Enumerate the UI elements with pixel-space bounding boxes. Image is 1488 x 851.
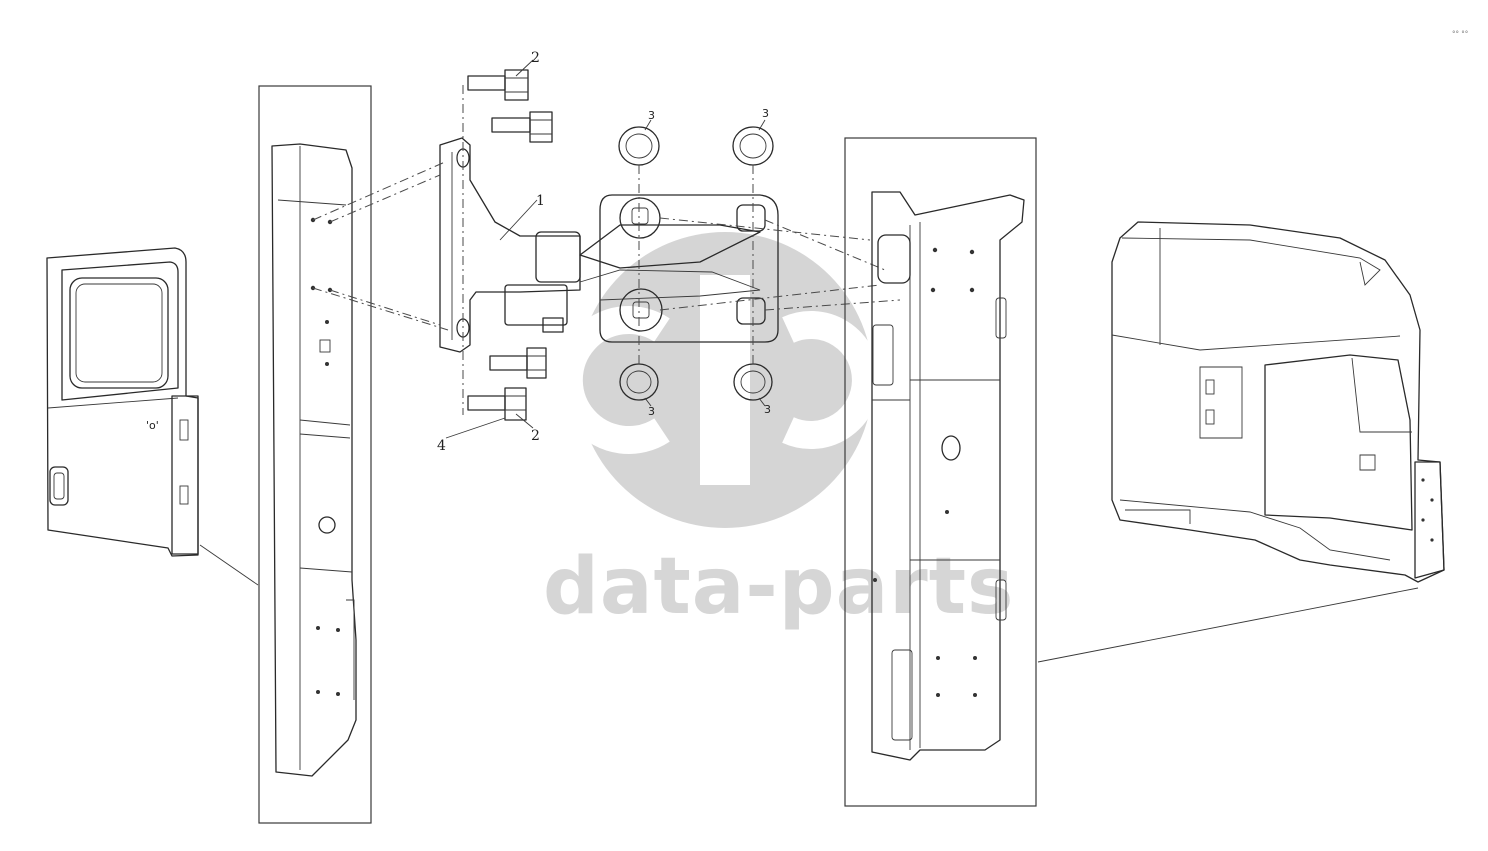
watermark-text: data-parts — [543, 542, 1014, 632]
washer-top-left — [618, 126, 660, 166]
washer-top-right — [732, 126, 774, 166]
corner-mark: °° °° — [1452, 30, 1468, 38]
callout-part-3-bottom-left: 3 — [648, 405, 655, 418]
bolt-top-1 — [467, 69, 529, 101]
cab-hinge-plate — [579, 194, 779, 343]
hinge-bolts — [467, 69, 553, 421]
cab-door-drawing: 'o' — [46, 247, 199, 557]
truck-cab-drawing — [1111, 221, 1445, 583]
callout-part-3-top-left: 3 — [648, 109, 655, 122]
callout-part-1: 1 — [536, 193, 545, 209]
door-pillar-detail — [258, 85, 372, 824]
bolt-bottom-1 — [489, 347, 547, 379]
data-parts-logo-icon — [554, 232, 880, 528]
leader-pillar-to-cab — [1037, 587, 1419, 663]
callout-part-2-top: 2 — [531, 50, 540, 66]
bolt-top-2 — [491, 111, 553, 143]
svg-text:'o': 'o' — [146, 419, 159, 432]
callout-part-2-bottom: 2 — [531, 428, 540, 444]
data-parts-watermark: data-parts — [543, 232, 1014, 632]
leader-door-to-pillar — [199, 544, 259, 586]
callout-leaders — [445, 59, 766, 439]
door-hinge-bracket — [439, 137, 581, 353]
assembly-center-lines — [312, 85, 901, 415]
cab-pillar-detail — [844, 137, 1037, 807]
bolt-bottom-2 — [467, 387, 527, 421]
callout-part-4: 4 — [437, 438, 446, 454]
callout-part-3-bottom-right: 3 — [764, 403, 771, 416]
callout-part-3-top-right: 3 — [762, 107, 769, 120]
callout-numbers: 1 2 2 3 3 3 3 4 — [437, 50, 771, 454]
